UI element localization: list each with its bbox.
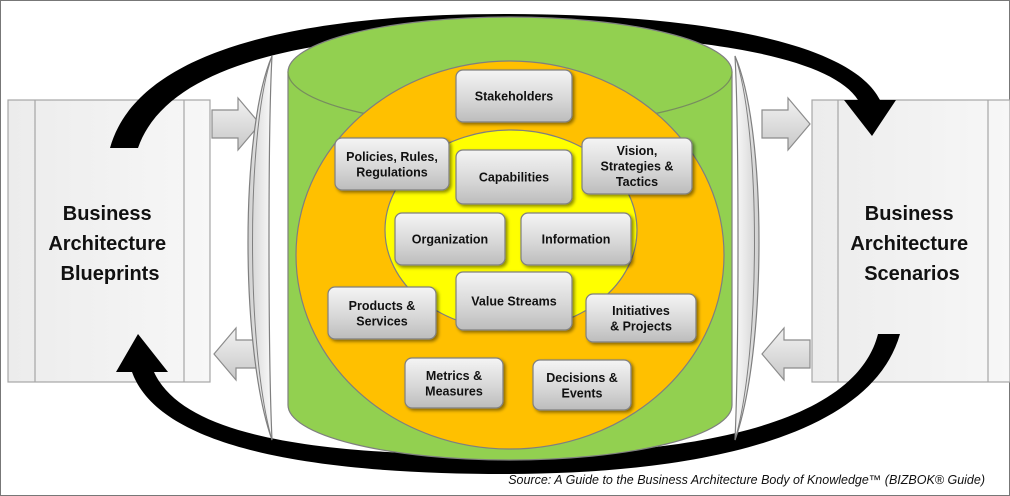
arrow-right-to-center xyxy=(761,326,811,382)
box-value-streams: Value Streams xyxy=(455,271,573,331)
box-organization: Organization xyxy=(394,212,506,266)
left-panel-title: Business Architecture Blueprints xyxy=(48,203,171,285)
right-lens xyxy=(734,55,760,441)
box-products: Products &Services xyxy=(327,286,437,340)
left-panel xyxy=(7,99,211,383)
box-label-stakeholders: Stakeholders xyxy=(475,90,554,104)
arrow-left-to-center xyxy=(211,96,261,152)
box-label-policies: Policies, Rules,Regulations xyxy=(346,150,438,180)
box-label-metrics: Metrics &Measures xyxy=(425,369,483,399)
box-vision: Vision,Strategies &Tactics xyxy=(581,137,693,195)
box-label-capabilities: Capabilities xyxy=(479,171,549,185)
box-label-information: Information xyxy=(542,233,611,247)
box-label-vision: Vision,Strategies &Tactics xyxy=(601,144,674,189)
box-stakeholders: Stakeholders xyxy=(455,69,573,123)
right-panel xyxy=(811,99,1010,383)
box-policies: Policies, Rules,Regulations xyxy=(334,137,450,191)
box-label-initiatives: Initiatives& Projects xyxy=(610,304,672,334)
top-cycle-arrow xyxy=(110,14,896,148)
box-label-value-streams: Value Streams xyxy=(471,295,557,309)
box-initiatives: Initiatives& Projects xyxy=(585,293,697,343)
box-decisions: Decisions &Events xyxy=(532,359,632,411)
box-metrics: Metrics &Measures xyxy=(404,357,504,409)
connector-arrows xyxy=(211,96,811,382)
box-capabilities: Capabilities xyxy=(455,149,573,205)
box-information: Information xyxy=(520,212,632,266)
left-lens xyxy=(247,55,273,441)
box-label-decisions: Decisions &Events xyxy=(546,371,618,401)
right-panel-title: Business Architecture Scenarios xyxy=(850,203,973,285)
cycle-arrows xyxy=(110,14,900,474)
box-label-organization: Organization xyxy=(412,233,488,247)
arrow-center-to-right xyxy=(761,96,811,152)
box-label-products: Products &Services xyxy=(349,299,416,329)
source-caption: Source: A Guide to the Business Architec… xyxy=(508,473,985,487)
